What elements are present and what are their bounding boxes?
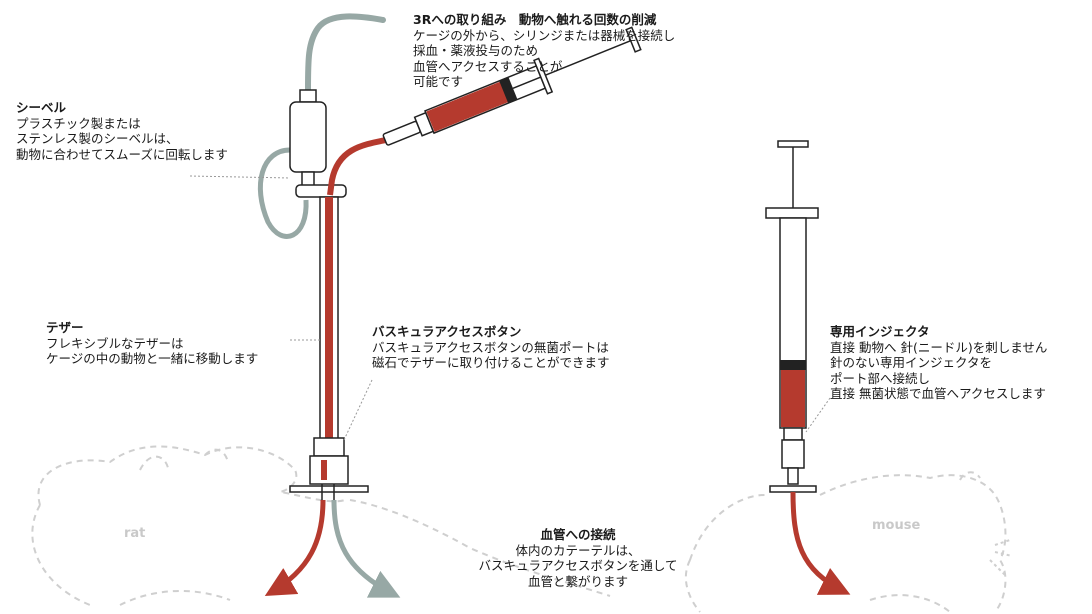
label-vessel-line: バスキュラアクセスボタンを通して	[478, 558, 678, 573]
mouse-label: mouse	[872, 518, 921, 533]
rat-outline	[31, 445, 611, 606]
rat-tail-outline	[119, 590, 231, 606]
vab-top	[313, 437, 345, 457]
rat-catheter-red	[264, 499, 326, 596]
label-vab-title: バスキュラアクセスボタン	[372, 324, 522, 339]
blood-line-upper	[327, 137, 387, 196]
vab-base	[289, 485, 369, 493]
vab-blood	[321, 460, 327, 480]
label-reduction-line: 血管へアクセスすることが	[413, 58, 563, 74]
label-vab-line: 磁石でテザーに取り付けることができます	[372, 355, 610, 370]
label-injector-line: 直接 動物へ 針(ニードル)を刺しません	[830, 339, 1048, 355]
label-vab-line: バスキュラアクセスボタンの無菌ポートは	[372, 339, 609, 355]
label-reduction-line: 採血・薬液投与のため	[413, 43, 539, 58]
rat-label: rat	[124, 526, 146, 541]
rat-catheter-grey	[331, 499, 401, 598]
label-injector-line: 針のない専用インジェクタを	[830, 355, 993, 370]
pointer-swivel	[189, 175, 291, 179]
label-tether-line: ケージの中の動物と一緒に移動します	[46, 351, 259, 366]
swivel-cap	[299, 89, 317, 103]
label-vessel-line: 血管と繋がります	[527, 573, 628, 589]
label-swivel-line: ステンレス製のシーベルは、	[16, 131, 179, 146]
label-vessel-line: 体内のカテーテルは、	[515, 542, 641, 558]
label-swivel-line: 動物に合わせてスムーズに回転します	[16, 146, 228, 162]
label-reduction-line: 可能です	[413, 74, 464, 89]
swivel-clamp	[295, 184, 347, 198]
label-tether-title: テザー	[46, 320, 84, 335]
label-injector-line: 直接 無菌状態で血管へアクセスします	[830, 386, 1046, 401]
swivel-neck	[301, 171, 315, 187]
label-vab: バスキュラアクセスボタン バスキュラアクセスボタンの無菌ポートは 磁石でテザーに…	[372, 324, 610, 371]
mouse-catheter	[790, 491, 851, 595]
label-reduction-line: ケージの外から、シリンジまたは器械を接続し	[413, 27, 676, 43]
label-tether: テザー フレキシブルなテザーは ケージの中の動物と一緒に移動します	[46, 320, 258, 367]
label-swivel: シーベル プラスチック製または ステンレス製のシーベルは、 動物に合わせてスムー…	[16, 100, 228, 162]
label-vessel: 血管への接続 体内のカテーテルは、 バスキュラアクセスボタンを通して 血管と繋が…	[458, 527, 698, 589]
tubing-loop	[257, 147, 309, 239]
label-injector-title: 専用インジェクタ	[830, 324, 930, 339]
label-injector: 専用インジェクタ 直接 動物へ 針(ニードル)を刺しません 針のない専用インジェ…	[830, 324, 1047, 402]
label-swivel-title: シーベル	[16, 100, 67, 115]
upper-syringe	[382, 26, 642, 146]
label-vessel-title: 血管への接続	[540, 527, 616, 542]
label-injector-line: ポート部へ接続し	[830, 370, 931, 386]
label-tether-line: フレキシブルなテザーは	[46, 335, 184, 351]
swivel-body	[289, 101, 327, 173]
pointer-vab	[343, 379, 373, 441]
injector	[765, 140, 819, 493]
vab-body	[309, 455, 349, 485]
tubing-top	[305, 13, 386, 93]
mouse-outline	[684, 471, 1007, 613]
label-reduction-title: 3Rへの取り組み 動物へ触れる回数の削減	[413, 12, 657, 27]
tether-blood	[325, 197, 333, 439]
pointer-injector	[805, 397, 831, 433]
label-reduction: 3Rへの取り組み 動物へ触れる回数の削減 ケージの外から、シリンジまたは器械を接…	[413, 12, 675, 90]
label-swivel-line: プラスチック製または	[16, 115, 141, 131]
mouse-whiskers	[989, 539, 1013, 576]
